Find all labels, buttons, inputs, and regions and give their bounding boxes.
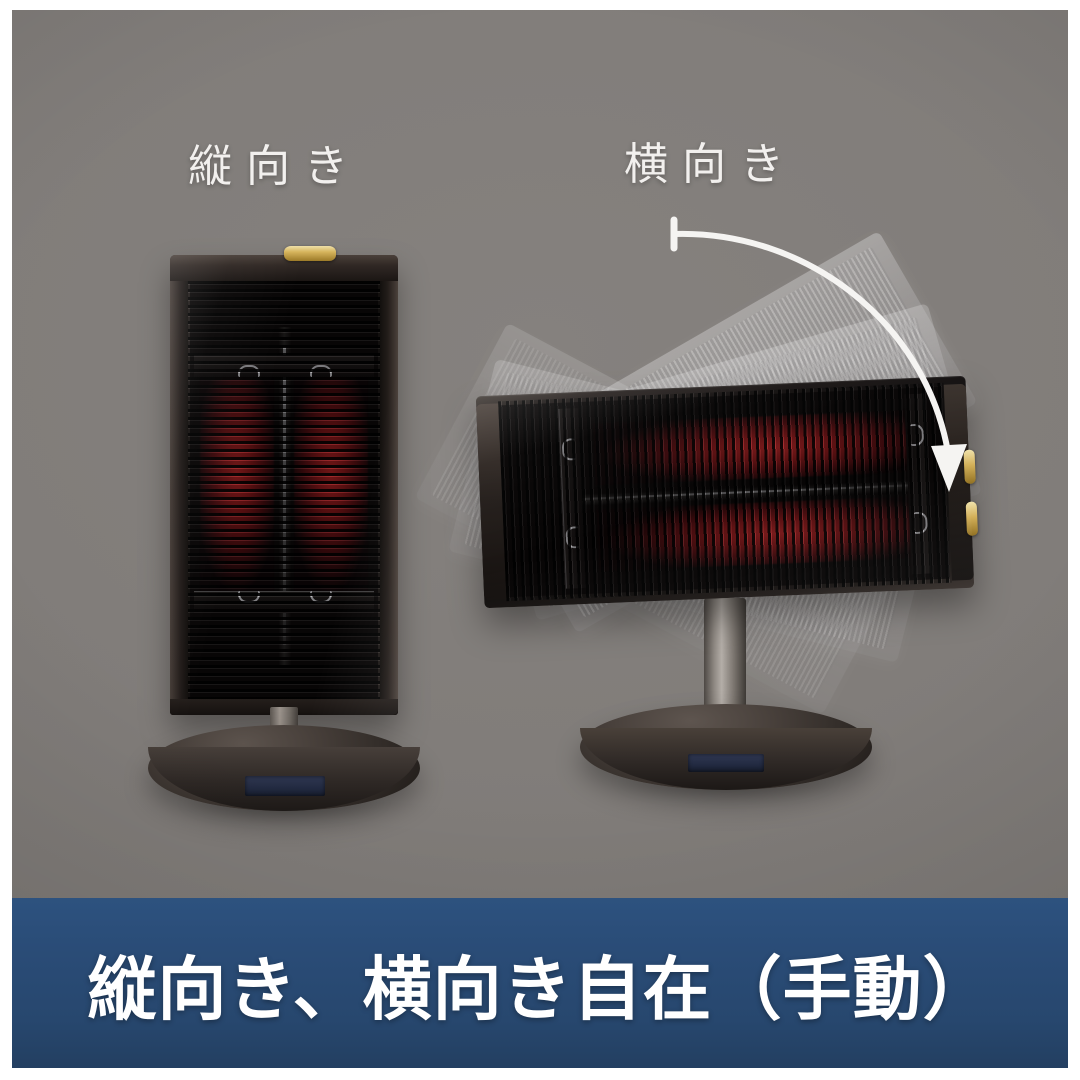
banner-headline: 縦向き、横向き自在（手動） [87,951,993,1028]
horizontal-unit-gold-accent [965,501,979,536]
caption-vertical-orientation: 縦向き [188,142,362,191]
heating-element-left-glow [200,369,274,601]
element-clip-icon [310,591,332,603]
caption-horizontal-orientation: 横向き [624,140,798,189]
horizontal-unit-gold-accent [963,449,976,484]
feature-banner: 縦向き、横向き自在（手動） [12,898,1068,1068]
heater-vertical-orientation [132,246,432,831]
heating-element-bottom-glow [596,495,921,572]
vertical-unit-gold-accent-cap [284,246,336,261]
element-clip-icon [561,438,576,461]
element-clip-icon [565,526,580,549]
element-clip-icon [914,511,928,535]
element-clip-icon [310,365,332,377]
vertical-unit-side-rail-left [170,277,188,703]
heater-horizontal-orientation [414,230,1012,810]
horizontal-element-bracket-left [558,408,586,589]
vertical-unit-body [170,255,398,715]
vertical-unit-control-panel [245,776,325,796]
heating-element-right-glow [294,369,368,601]
vertical-unit-side-rail-right [380,277,398,703]
photo-stage: 縦向き 横向き [12,10,1068,898]
vertical-element-divider [278,327,292,665]
vertical-unit-top-bezel [170,255,398,281]
element-clip-icon [238,591,260,603]
vertical-unit-heating-cavity [190,283,378,697]
horizontal-unit-control-panel [688,754,764,772]
vertical-element-bracket-bottom [194,591,374,613]
heating-element-top-glow [593,409,918,486]
element-clip-icon [910,423,925,447]
horizontal-unit-heating-cavity [500,386,950,598]
element-clip-icon [238,365,260,377]
vertical-element-bracket-top [194,355,374,377]
horizontal-unit-body [475,375,979,609]
